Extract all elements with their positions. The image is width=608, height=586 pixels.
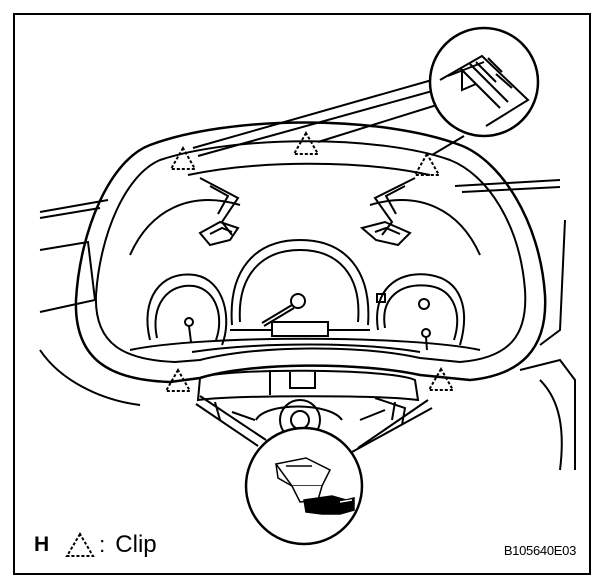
clip-marker-lower-right bbox=[427, 366, 455, 391]
upper-callout-leaders bbox=[192, 79, 465, 157]
meter-panel bbox=[129, 162, 481, 353]
figure-frame bbox=[13, 13, 591, 575]
right-gauge bbox=[376, 273, 465, 351]
clip-markers bbox=[164, 130, 455, 392]
center-speedometer bbox=[230, 238, 370, 337]
legend-separator: : bbox=[99, 532, 106, 557]
legend-label: Clip bbox=[115, 531, 157, 558]
clip-marker-upper-center bbox=[292, 130, 320, 155]
clip-marker-lower-left bbox=[164, 367, 192, 392]
cluster-bezel bbox=[74, 121, 547, 384]
dashed-triangle-icon bbox=[65, 532, 95, 557]
figure-code: B105640E03 bbox=[503, 543, 576, 558]
left-gauge bbox=[146, 273, 228, 346]
steering-column bbox=[196, 369, 420, 441]
clip-marker-upper-right bbox=[413, 151, 441, 176]
clip-marker-upper-left bbox=[169, 145, 197, 170]
legend-letter: H bbox=[34, 533, 50, 556]
lower-callout-leaders bbox=[195, 395, 433, 453]
dashboard-outline bbox=[39, 179, 576, 471]
upper-clip-callout bbox=[428, 26, 540, 138]
lower-clip-callout bbox=[244, 426, 364, 546]
clip-legend: H : Clip bbox=[34, 528, 157, 562]
